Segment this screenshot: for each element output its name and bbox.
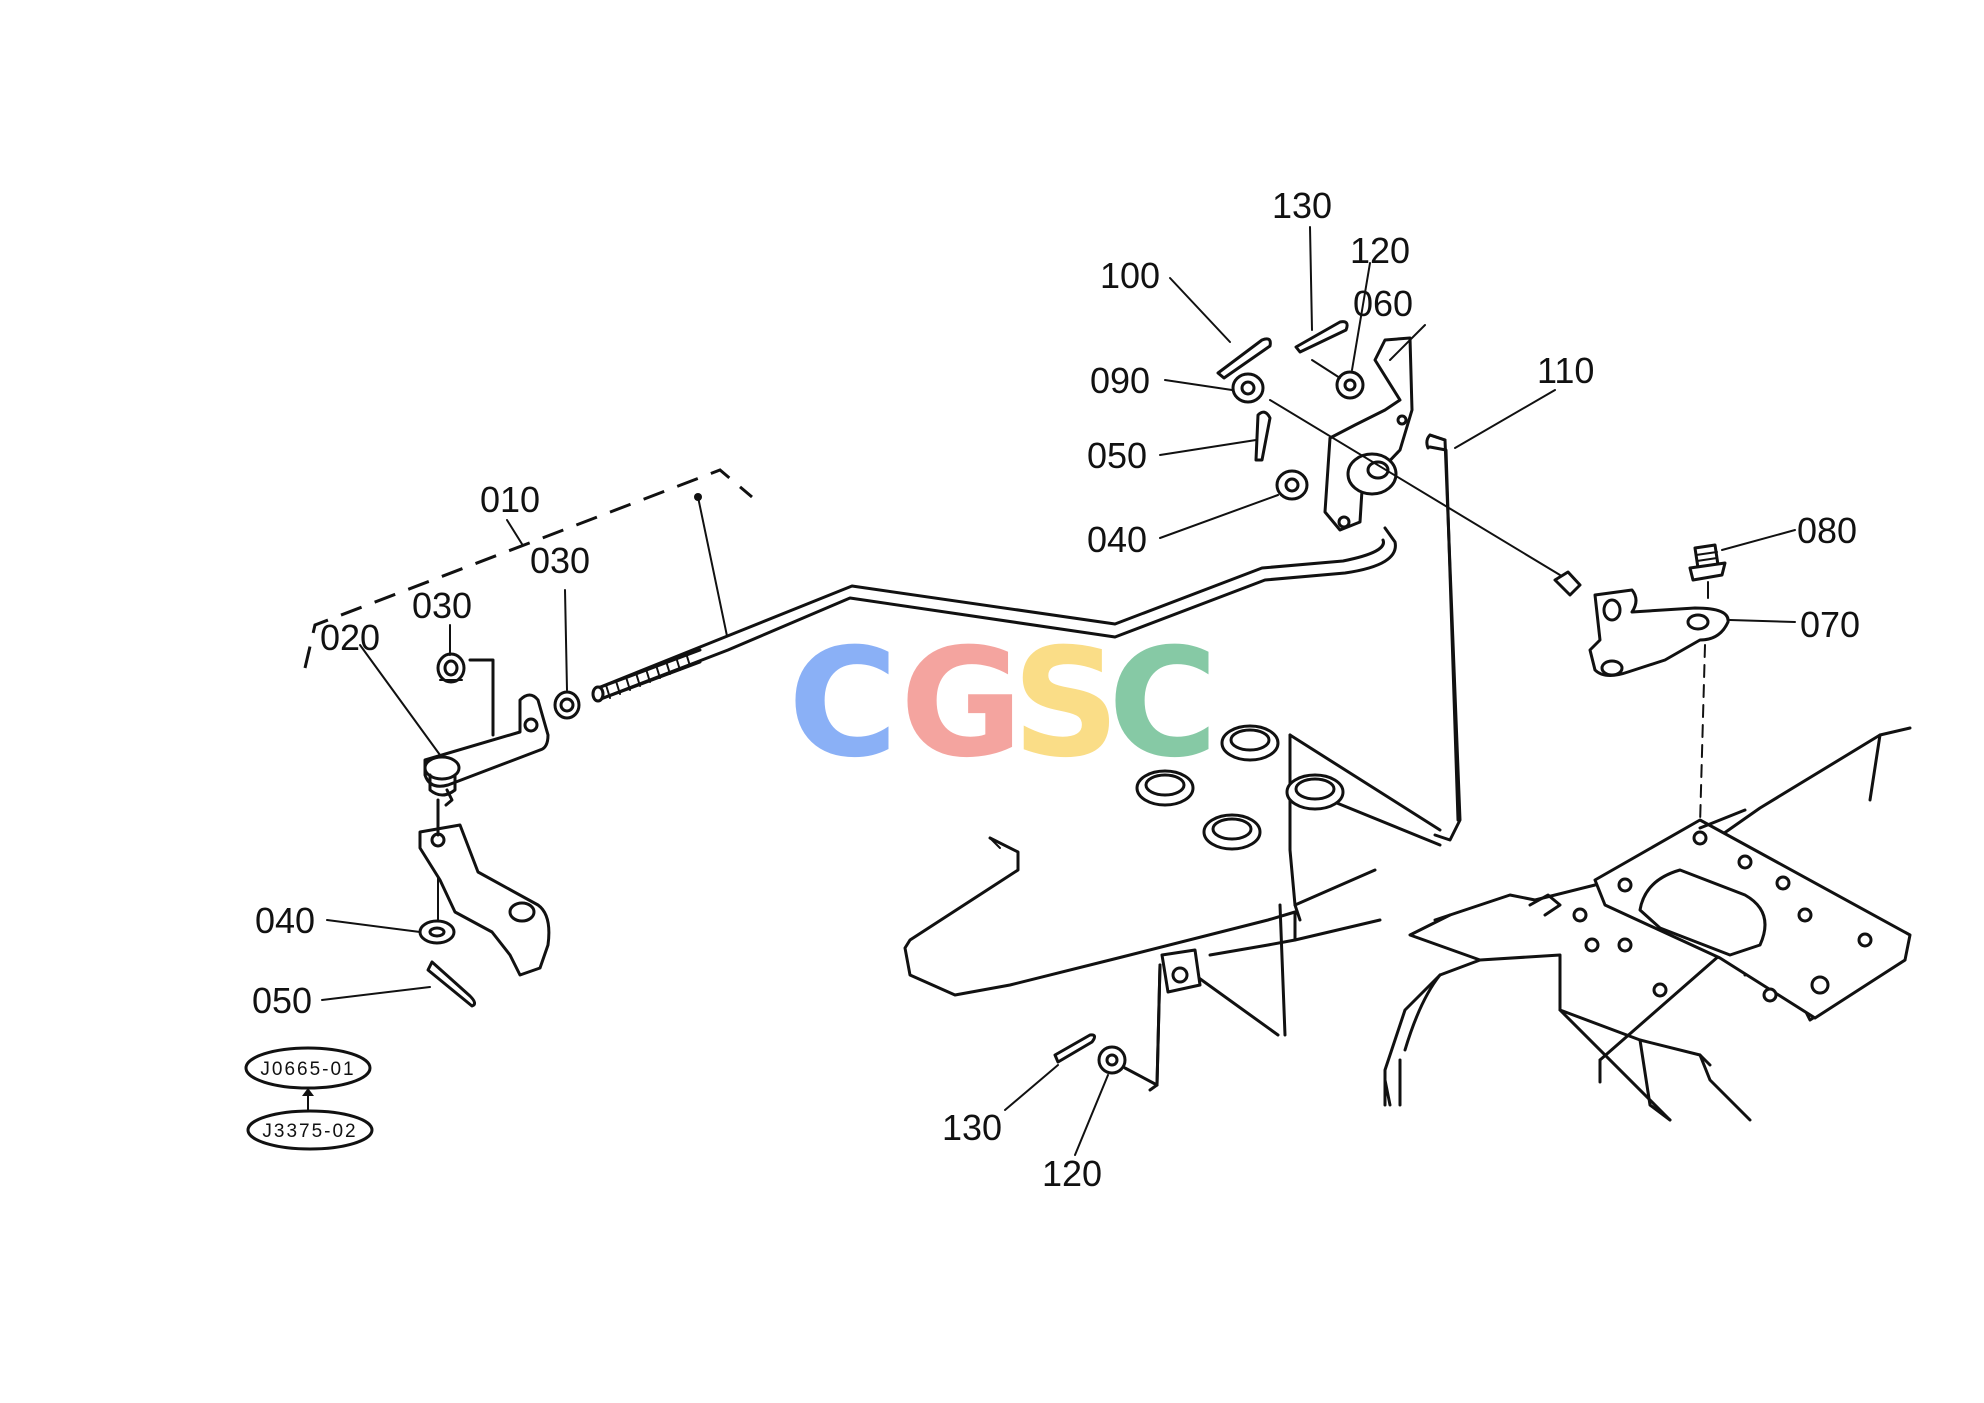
washer-090 (1231, 372, 1265, 404)
label-030-right: 030 (530, 540, 590, 581)
bolt-080 (1688, 543, 1727, 582)
label-070: 070 (1800, 604, 1860, 645)
label-040-left: 040 (255, 900, 315, 941)
housing (1383, 726, 1912, 1122)
leader-lines (321, 226, 1796, 1156)
watermark-letter-c2: C (1108, 617, 1218, 791)
cotter-pin-130-top (1294, 320, 1349, 354)
cotter-pin-050-right (1254, 410, 1272, 462)
watermark-logo: C G S C (788, 617, 1218, 791)
part-labels: 010 020 030 030 040 050 040 050 060 070 … (252, 185, 1860, 1194)
assembly-010-bracket (303, 468, 753, 669)
lever-060 (1323, 336, 1414, 532)
label-040-right: 040 (1087, 519, 1147, 560)
rod-010 (591, 526, 1397, 703)
label-110: 110 (1537, 350, 1594, 391)
watermark-letter-g: G (900, 617, 1023, 791)
reference-top: J0665-01 (260, 1059, 355, 1080)
lower-arm (418, 798, 551, 977)
reference-bottom: J3375-02 (262, 1121, 357, 1142)
cotter-pin-130-bottom (1053, 1033, 1097, 1064)
label-120-bottom: 120 (1042, 1153, 1102, 1194)
washer-040-right (1275, 469, 1309, 501)
bracket-070 (1553, 570, 1730, 677)
watermark-letter-c1: C (788, 617, 898, 791)
cotter-pin-050-left (426, 960, 477, 1008)
lever-020 (423, 693, 550, 807)
reference-oval-bottom (246, 1109, 374, 1151)
reference-codes: J0665-01 J3375-02 (244, 1046, 374, 1151)
floor-plate (903, 724, 1442, 1092)
nut-030-right (553, 690, 581, 720)
washer-120-bottom (1097, 1045, 1127, 1075)
label-080: 080 (1797, 510, 1857, 551)
nut-030-left (436, 652, 466, 684)
washer-120-top (1335, 370, 1365, 400)
cotter-pin-100 (1216, 337, 1272, 380)
washer-040-left (418, 919, 456, 945)
label-120-top: 120 (1350, 230, 1410, 271)
label-010: 010 (480, 479, 540, 520)
label-090: 090 (1090, 360, 1150, 401)
label-050-left: 050 (252, 980, 312, 1021)
label-130-top: 130 (1272, 185, 1332, 226)
label-060: 060 (1353, 283, 1413, 324)
label-100: 100 (1100, 255, 1160, 296)
label-130-bottom: 130 (942, 1107, 1002, 1148)
label-050-right: 050 (1087, 435, 1147, 476)
label-030-left: 030 (412, 585, 472, 626)
rod-110 (1425, 433, 1462, 842)
label-020: 020 (320, 617, 380, 658)
watermark-letter-s: S (1012, 617, 1120, 791)
